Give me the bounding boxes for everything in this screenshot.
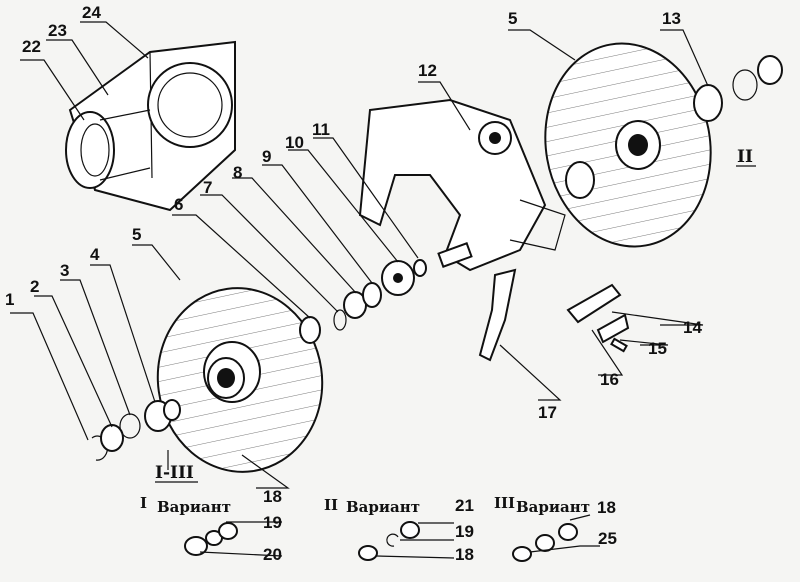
hub-parts-left [91,399,181,461]
label-6: 6 [174,195,183,214]
label-1: 1 [5,290,14,309]
group-label-ii: II [737,147,753,167]
label-5-right: 5 [508,9,517,28]
variant-i-word: Вариант [157,498,231,516]
variant-iii-numeral: III [494,494,515,512]
label-14: 14 [683,318,702,337]
label-7: 7 [203,178,212,197]
label-12: 12 [418,61,437,80]
label-13: 13 [662,9,681,28]
variant-ii-word: Вариант [346,498,420,516]
label-11: 11 [312,120,330,139]
label-5-left: 5 [132,225,141,244]
label-25: 25 [598,529,617,548]
group-label-i-iii: I-III [155,463,194,483]
leader-lines [10,21,709,559]
disc-right [540,40,720,260]
disc-left [150,280,330,480]
scraper-and-plates [478,268,630,362]
label-3: 3 [60,261,69,280]
label-9: 9 [262,147,271,166]
label-18-variant-III: 18 [597,498,616,517]
label-19-variant-II: 19 [455,522,474,541]
bearing-stack [299,242,473,344]
variant-captions: I Вариант II Вариант III Вариант [140,494,590,516]
label-21: 21 [455,496,474,515]
group-markers: I-III II [155,147,756,483]
label-4: 4 [90,245,100,264]
bearing-housing [65,40,236,212]
label-18-variant-II: 18 [455,545,474,564]
variant-iii-word: Вариант [516,498,590,516]
variant-i-numeral: I [140,494,147,512]
label-18-variant-I: 18 [263,487,282,506]
frame-bracket [358,98,566,272]
variant-ii-numeral: II [324,496,338,514]
variant-hardware [184,521,578,562]
label-16: 16 [600,370,619,389]
label-10: 10 [285,133,304,152]
label-20: 20 [263,545,282,564]
label-23: 23 [48,21,67,40]
label-19-variant-I: 19 [263,513,282,532]
label-17: 17 [538,403,557,422]
label-22: 22 [22,37,41,56]
label-24: 24 [82,3,101,22]
label-15: 15 [648,339,667,358]
part-numbers: 1 2 3 4 5 6 7 8 9 10 11 12 13 14 15 16 1… [5,3,702,564]
label-8: 8 [233,163,242,182]
label-2: 2 [30,277,39,296]
